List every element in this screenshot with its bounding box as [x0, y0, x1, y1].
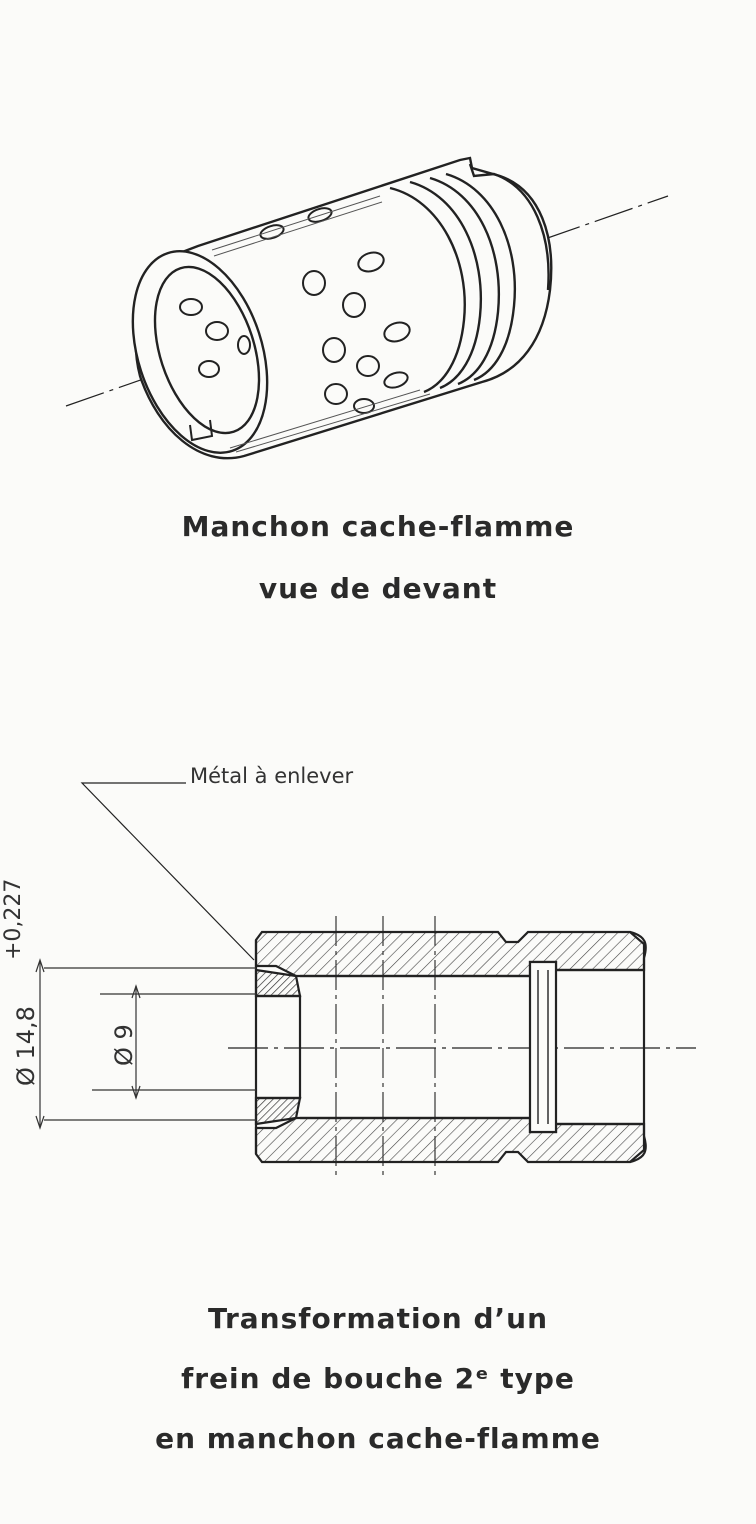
groove-ring-3 [429, 176, 500, 386]
bottom-caption-line1: Transformation d’un [207, 1302, 549, 1335]
rear-groove [528, 960, 558, 1134]
bottom-caption-line3: en manchon cache-flamme [155, 1422, 601, 1455]
front-notch [189, 419, 214, 442]
dim-inner-label: Ø 9 [110, 1024, 138, 1066]
groove-ring-4 [445, 172, 516, 382]
inner-holes [179, 298, 251, 378]
rear-step [468, 163, 550, 291]
front-bore [256, 994, 302, 1100]
groove-ring-1 [389, 186, 466, 394]
front-rim-outer [131, 250, 269, 454]
bottom-caption-line2: frein de bouche 2ᵉ type [181, 1362, 575, 1395]
sleeve-isometric-view [65, 156, 669, 460]
sleeve-section-view [35, 782, 696, 1178]
top-caption-line2: vue de devant [258, 572, 498, 605]
vent-holes [259, 207, 411, 414]
top-caption-line1: Manchon cache-flamme [181, 510, 575, 543]
front-rim-inner [153, 265, 261, 435]
dimension-lines [35, 958, 256, 1130]
body-shading [211, 195, 431, 453]
rear-end [629, 930, 647, 1164]
groove-ring-2 [409, 180, 482, 390]
metal-to-remove-label: Métal à enlever [190, 764, 354, 788]
dim-outer-tolerance: +0,227 [1, 879, 26, 960]
dim-outer-label: Ø 14,8 [12, 1006, 40, 1086]
callout-leader [80, 782, 255, 961]
